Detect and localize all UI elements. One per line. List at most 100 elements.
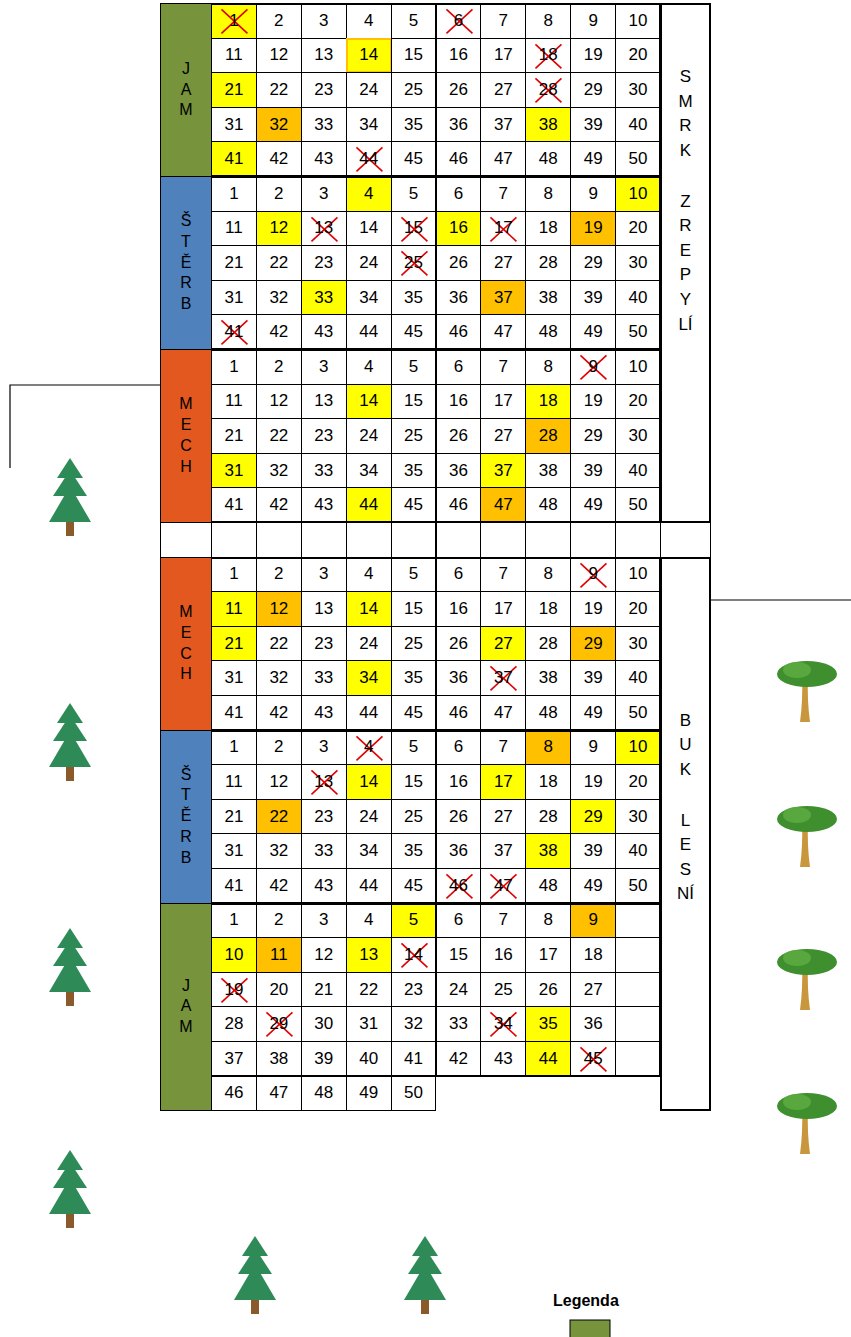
grid-cell: 17: [480, 38, 526, 74]
plot-number: 28: [539, 253, 558, 273]
grid-cell: 1: [211, 176, 257, 212]
grid-cell: 26: [436, 626, 482, 662]
plot-number: 25: [404, 426, 423, 446]
plot-number: 45: [404, 322, 423, 342]
grid-cell: [256, 522, 302, 558]
grid-cell: 14: [346, 764, 392, 800]
plot-number: 35: [404, 841, 423, 861]
plot-number: 13: [314, 391, 333, 411]
grid-cell: 13: [301, 764, 347, 800]
grid-cell: 29: [570, 799, 616, 835]
plot-number: 10: [224, 945, 243, 965]
grid-cell: 18: [525, 764, 571, 800]
grid-cell: 12: [256, 591, 302, 627]
plot-number: 10: [629, 357, 648, 377]
grid-cell: 9: [570, 730, 616, 766]
plot-number: 21: [224, 807, 243, 827]
grid-cell: 4: [346, 903, 392, 939]
plot-number: 35: [404, 668, 423, 688]
plot-number: 33: [314, 115, 333, 135]
plot-number: 27: [584, 980, 603, 1000]
plot-number: 5: [409, 737, 418, 757]
grid-cell: 3: [301, 730, 347, 766]
grid-cell: 8: [525, 557, 571, 593]
grid-cell: 43: [480, 1041, 526, 1077]
plot-number: 47: [494, 495, 513, 515]
grid-cell: [480, 522, 526, 558]
plot-number: 25: [404, 80, 423, 100]
plot-number: 23: [314, 426, 333, 446]
plot-number: 29: [584, 807, 603, 827]
plot-number: 31: [224, 115, 243, 135]
grid-cell: 33: [301, 660, 347, 696]
grid-cell: 24: [436, 972, 482, 1008]
grid-cell: 9: [570, 349, 616, 385]
grid-cell: 20: [256, 972, 302, 1008]
band-label: MECH: [178, 602, 194, 685]
grid-cell: 41: [391, 1041, 437, 1077]
plot-number: 14: [359, 391, 378, 411]
grid-cell: 20: [615, 591, 661, 627]
plot-number: 28: [539, 807, 558, 827]
grid-cell: 11: [211, 591, 257, 627]
pine-tree: [49, 703, 91, 781]
grid-cell: [160, 522, 212, 558]
plot-number: 40: [629, 461, 648, 481]
plot-number: 6: [454, 564, 463, 584]
grid-cell: [391, 522, 437, 558]
boundary-line: [710, 599, 851, 600]
grid-cell: 25: [391, 799, 437, 835]
plot-number: 39: [584, 841, 603, 861]
grid-cell: 50: [615, 868, 661, 904]
grid-cell: 38: [525, 107, 571, 143]
plot-number: 49: [584, 703, 603, 723]
plot-number: 18: [539, 599, 558, 619]
grid-cell: 41: [211, 487, 257, 523]
grid-cell: 28: [525, 799, 571, 835]
grid-cell: 50: [615, 141, 661, 177]
plot-number: 1: [229, 357, 238, 377]
grid-cell: 45: [391, 868, 437, 904]
grid-cell: 28: [525, 72, 571, 108]
plot-number: 9: [588, 737, 597, 757]
grid-cell: 49: [570, 868, 616, 904]
grid-cell: 6: [436, 557, 482, 593]
grid-cell: 3: [301, 557, 347, 593]
plot-number: 44: [359, 495, 378, 515]
plot-number: 7: [499, 737, 508, 757]
grid-cell: 30: [615, 72, 661, 108]
grid-cell: 14: [346, 384, 392, 420]
plot-number: 24: [449, 980, 468, 1000]
grid-cell: 7: [480, 903, 526, 939]
plot-number: 6: [454, 910, 463, 930]
grid-cell: 31: [346, 1006, 392, 1042]
plot-number: 19: [584, 218, 603, 238]
grid-cell: 5: [391, 557, 437, 593]
grid-cell: 4: [346, 730, 392, 766]
plot-number: 39: [584, 288, 603, 308]
plot-number: 7: [499, 910, 508, 930]
plot-number: 1: [229, 910, 238, 930]
grid-cell: 28: [525, 418, 571, 454]
plot-number: 48: [539, 876, 558, 896]
plot-number: 38: [539, 668, 558, 688]
grid-cell: 21: [301, 972, 347, 1008]
grid-cell: 37: [480, 453, 526, 489]
plot-number: 2: [274, 564, 283, 584]
grid-cell: 44: [346, 487, 392, 523]
plot-number: 6: [454, 184, 463, 204]
grid-cell: 39: [570, 833, 616, 869]
grid-cell: 10: [211, 937, 257, 973]
plot-number: 42: [269, 495, 288, 515]
grid-cell: 14: [346, 211, 392, 247]
plot-number: 7: [499, 564, 508, 584]
grid-cell: [615, 1006, 661, 1042]
plot-number: 34: [494, 1014, 513, 1034]
grid-cell: 6: [436, 3, 482, 39]
plot-number: 32: [269, 288, 288, 308]
plot-number: 26: [449, 807, 468, 827]
plot-number: 47: [494, 703, 513, 723]
band-label: JAM: [178, 976, 194, 1038]
grid-cell: 41: [211, 141, 257, 177]
plot-number: 12: [269, 772, 288, 792]
